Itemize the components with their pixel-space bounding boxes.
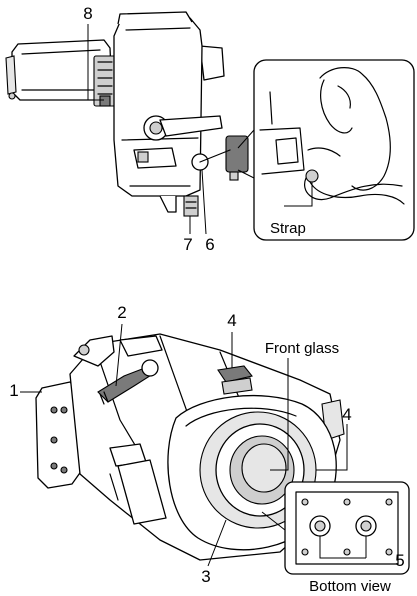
front-glass-label: Front glass bbox=[265, 340, 339, 357]
callout-4-top: 4 bbox=[227, 311, 236, 330]
callout-5: 5 bbox=[395, 551, 404, 570]
side-view-figure bbox=[5, 11, 249, 217]
strap-inset bbox=[253, 59, 415, 241]
bottom-view-label: Bottom view bbox=[309, 578, 391, 595]
callout-6: 6 bbox=[205, 235, 214, 254]
callout-4-right: 4 bbox=[342, 405, 351, 424]
callout-7: 7 bbox=[183, 235, 192, 254]
bottom-view-inset bbox=[284, 481, 410, 575]
callout-1: 1 bbox=[9, 381, 18, 400]
callout-3: 3 bbox=[201, 567, 210, 586]
callout-8: 8 bbox=[83, 4, 92, 23]
strap-label: Strap bbox=[270, 220, 306, 237]
callout-2: 2 bbox=[117, 303, 126, 322]
